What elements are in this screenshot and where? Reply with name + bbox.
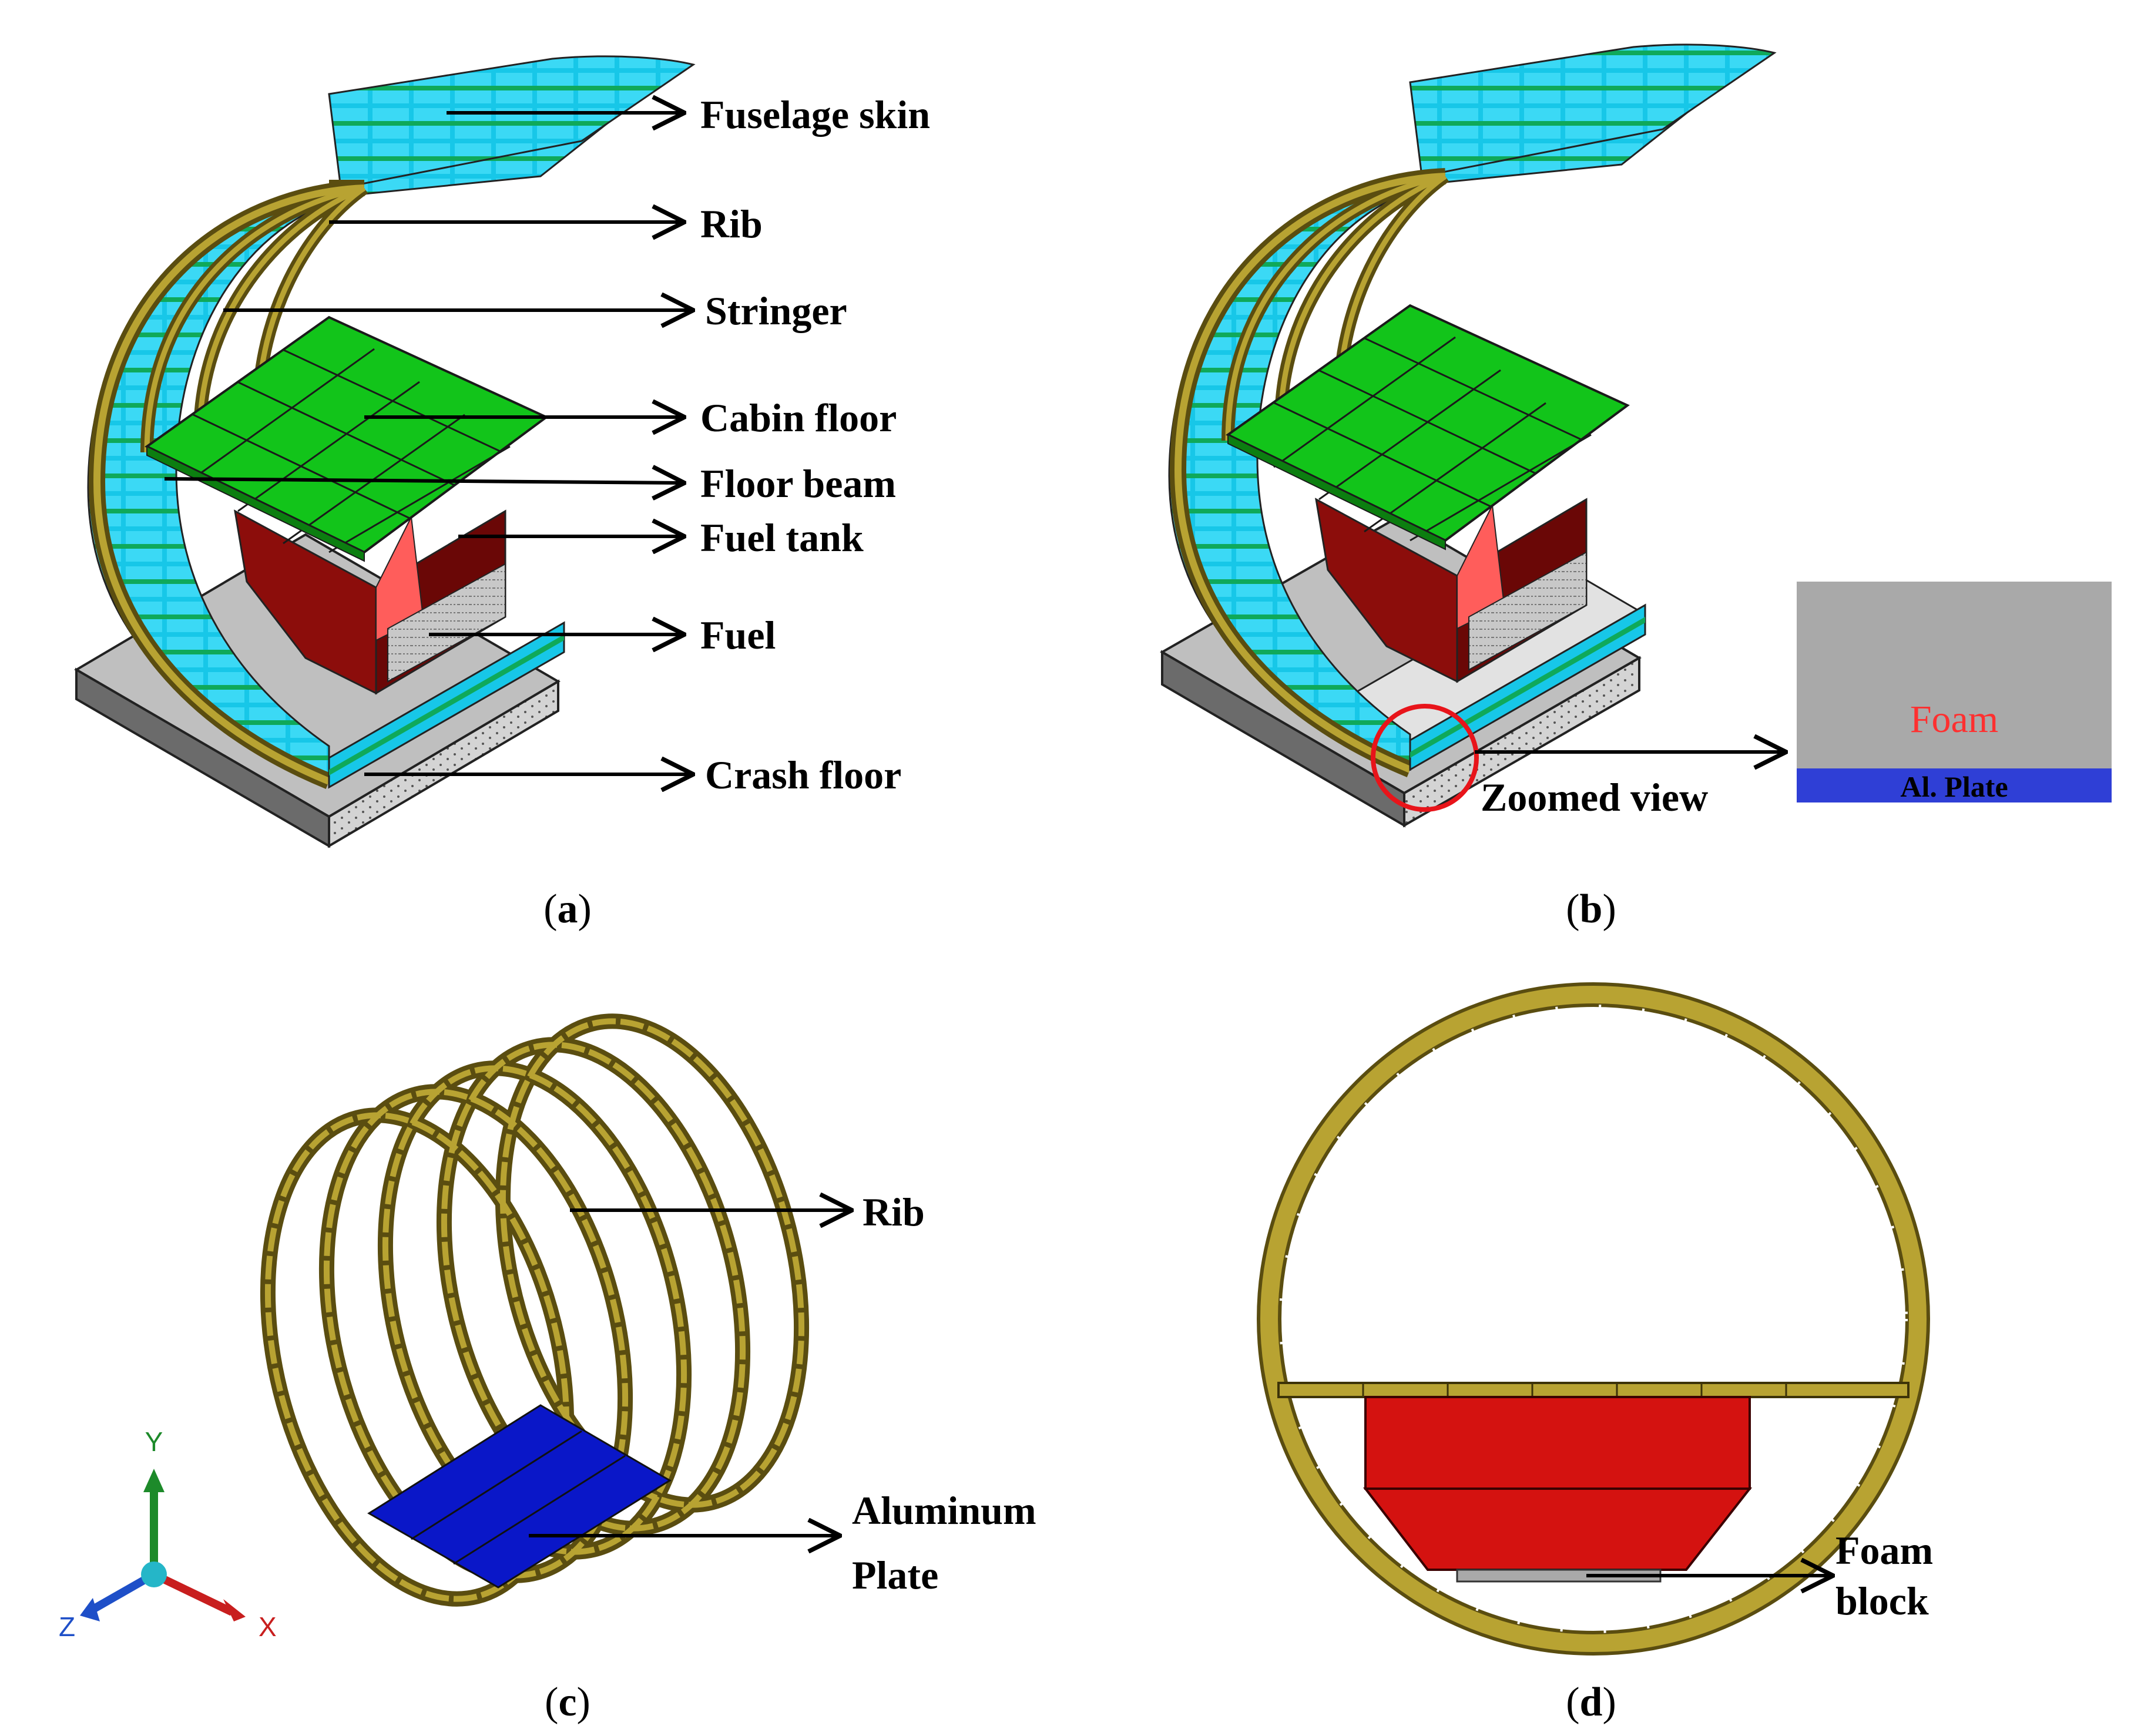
label-aluminum-plate-1: Aluminum xyxy=(852,1488,1036,1533)
label-stringer: Stringer xyxy=(705,288,847,333)
label-fuel-tank: Fuel tank xyxy=(700,515,864,560)
aluminum-plate xyxy=(367,1404,672,1589)
label-rib: Rib xyxy=(700,202,763,246)
label-crash-floor: Crash floor xyxy=(705,753,901,797)
label-foam-block-1: Foam xyxy=(1835,1528,1933,1573)
inset-plate-label: Al. Plate xyxy=(1900,770,2008,803)
caption-a: (a) xyxy=(543,887,592,932)
panel-a-fuselage-model: Fuselage skin Rib Stringer Cabin floor F… xyxy=(74,55,930,932)
fuel-tank-b xyxy=(1315,498,1588,683)
axis-x-label: X xyxy=(259,1611,277,1642)
zoom-inset: Foam Al. Plate xyxy=(1797,582,2112,803)
inset-plate-area xyxy=(1797,768,2112,802)
cabin-floor-b xyxy=(1226,304,1630,550)
fuel-tank-section xyxy=(1363,1396,1753,1571)
fuel-tank xyxy=(234,509,506,695)
caption-b: (b) xyxy=(1566,887,1616,932)
zoom-circle xyxy=(1371,704,1479,812)
rib-rings-highlight xyxy=(264,1018,805,1602)
rib-highlights-b xyxy=(1174,173,1447,773)
caption-a-letter: a xyxy=(558,887,578,932)
lower-stringers xyxy=(328,621,565,789)
label-floor-beam: Floor beam xyxy=(700,461,896,506)
caption-c-letter: c xyxy=(558,1680,576,1725)
ring-stringer-notches xyxy=(1279,1005,1908,1633)
caption-c: (c) xyxy=(545,1680,590,1725)
label-foam-block-2: block xyxy=(1835,1579,1929,1623)
cabin-floor xyxy=(145,315,549,562)
label-aluminum-plate-2: Plate xyxy=(852,1553,938,1597)
rib-highlights xyxy=(93,184,366,785)
inset-foam-area xyxy=(1797,582,2112,768)
label-zoomed-view: Zoomed view xyxy=(1481,775,1708,820)
caption-d: (d) xyxy=(1566,1680,1616,1725)
label-fuselage-skin: Fuselage skin xyxy=(700,92,930,137)
label-rib-c: Rib xyxy=(863,1190,925,1234)
panel-a-annotations: Fuselage skin Rib Stringer Cabin floor F… xyxy=(164,92,930,797)
label-fuel: Fuel xyxy=(700,613,776,657)
caption-d-letter: d xyxy=(1580,1680,1603,1725)
cabin-floor-section xyxy=(1277,1382,1910,1398)
fuselage-ring xyxy=(1260,986,1927,1652)
panel-b-fuselage-model-with-foam: Zoomed view Foam Al. Plate (b) xyxy=(1159,43,2112,932)
axis-y-label: Y xyxy=(145,1426,163,1457)
caption-b-letter: b xyxy=(1580,887,1603,932)
panel-c-rib-rings: Rib Aluminum Plate Y Z X (c) xyxy=(59,1013,1036,1725)
axis-triad: Y Z X xyxy=(59,1426,277,1642)
axis-z-label: Z xyxy=(59,1611,75,1642)
label-cabin-floor: Cabin floor xyxy=(700,395,897,440)
inset-foam-label: Foam xyxy=(1910,698,1998,741)
panel-d-cross-section: Foam block (d) xyxy=(1257,982,1933,1725)
